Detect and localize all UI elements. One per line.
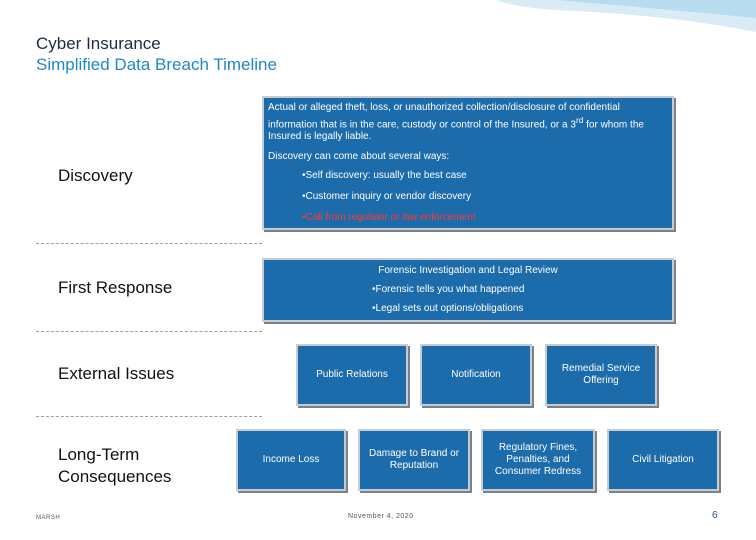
footer-brand: MARSH bbox=[36, 515, 61, 521]
first-response-bullet: •Legal sets out options/obligations bbox=[372, 303, 524, 314]
footer-date: November 4, 2020 bbox=[348, 513, 414, 520]
stage-divider bbox=[36, 331, 262, 332]
discovery-definition-sup: rd bbox=[575, 115, 584, 125]
stage-label-long-term-line2: Consequences bbox=[58, 467, 172, 486]
first-response-bullet: •Forensic tells you what happened bbox=[372, 284, 525, 295]
discovery-box: Actual or alleged theft, loss, or unauth… bbox=[262, 96, 674, 230]
discovery-definition: Actual or alleged theft, loss, or unauth… bbox=[268, 102, 668, 143]
stage-divider bbox=[36, 416, 262, 417]
page-number: 6 bbox=[712, 510, 718, 521]
external-issue-public-relations: Public Relations bbox=[296, 344, 408, 406]
first-response-bullet-text: Forensic tells you what happened bbox=[375, 284, 525, 295]
external-issue-remedial-service: Remedial Service Offering bbox=[545, 344, 657, 406]
page-subtitle: Simplified Data Breach Timeline bbox=[36, 55, 277, 74]
stage-label-first-response: First Response bbox=[58, 278, 173, 297]
discovery-bullet-text: Call from regulator or law enforcement bbox=[305, 212, 476, 224]
first-response-bullet-text: Legal sets out options/obligations bbox=[375, 303, 524, 314]
discovery-bullet: •Customer inquiry or vendor discovery bbox=[302, 191, 472, 203]
discovery-ways-intro: Discovery can come about several ways: bbox=[268, 151, 450, 163]
corner-wave-decoration bbox=[496, 0, 756, 32]
discovery-definition-text-2: for whom the Insured is legally liable. bbox=[268, 119, 644, 143]
stage-label-long-term-consequences: Long-Term Consequences bbox=[58, 444, 171, 488]
discovery-bullet-text: Self discovery: usually the best case bbox=[305, 170, 467, 182]
discovery-definition-text-1: Actual or alleged theft, loss, or unauth… bbox=[268, 102, 620, 131]
external-issue-notification: Notification bbox=[420, 344, 532, 406]
first-response-box: Forensic Investigation and Legal Review … bbox=[262, 258, 674, 322]
stage-label-external-issues: External Issues bbox=[58, 364, 175, 383]
first-response-heading: Forensic Investigation and Legal Review bbox=[378, 265, 558, 276]
stage-label-long-term-line1: Long-Term bbox=[58, 445, 140, 464]
discovery-bullet-warning: •Call from regulator or law enforcement bbox=[302, 212, 476, 224]
stage-divider bbox=[36, 243, 262, 244]
consequence-regulatory-fines: Regulatory Fines, Penalties, and Consume… bbox=[481, 429, 595, 491]
consequence-civil-litigation: Civil Litigation bbox=[607, 429, 719, 491]
discovery-bullet-text: Customer inquiry or vendor discovery bbox=[305, 191, 472, 203]
discovery-bullet: •Self discovery: usually the best case bbox=[302, 170, 467, 182]
page-title: Cyber Insurance bbox=[36, 34, 161, 53]
consequence-income-loss: Income Loss bbox=[236, 429, 346, 491]
consequence-brand-damage: Damage to Brand or Reputation bbox=[358, 429, 470, 491]
stage-label-discovery: Discovery bbox=[58, 166, 133, 185]
